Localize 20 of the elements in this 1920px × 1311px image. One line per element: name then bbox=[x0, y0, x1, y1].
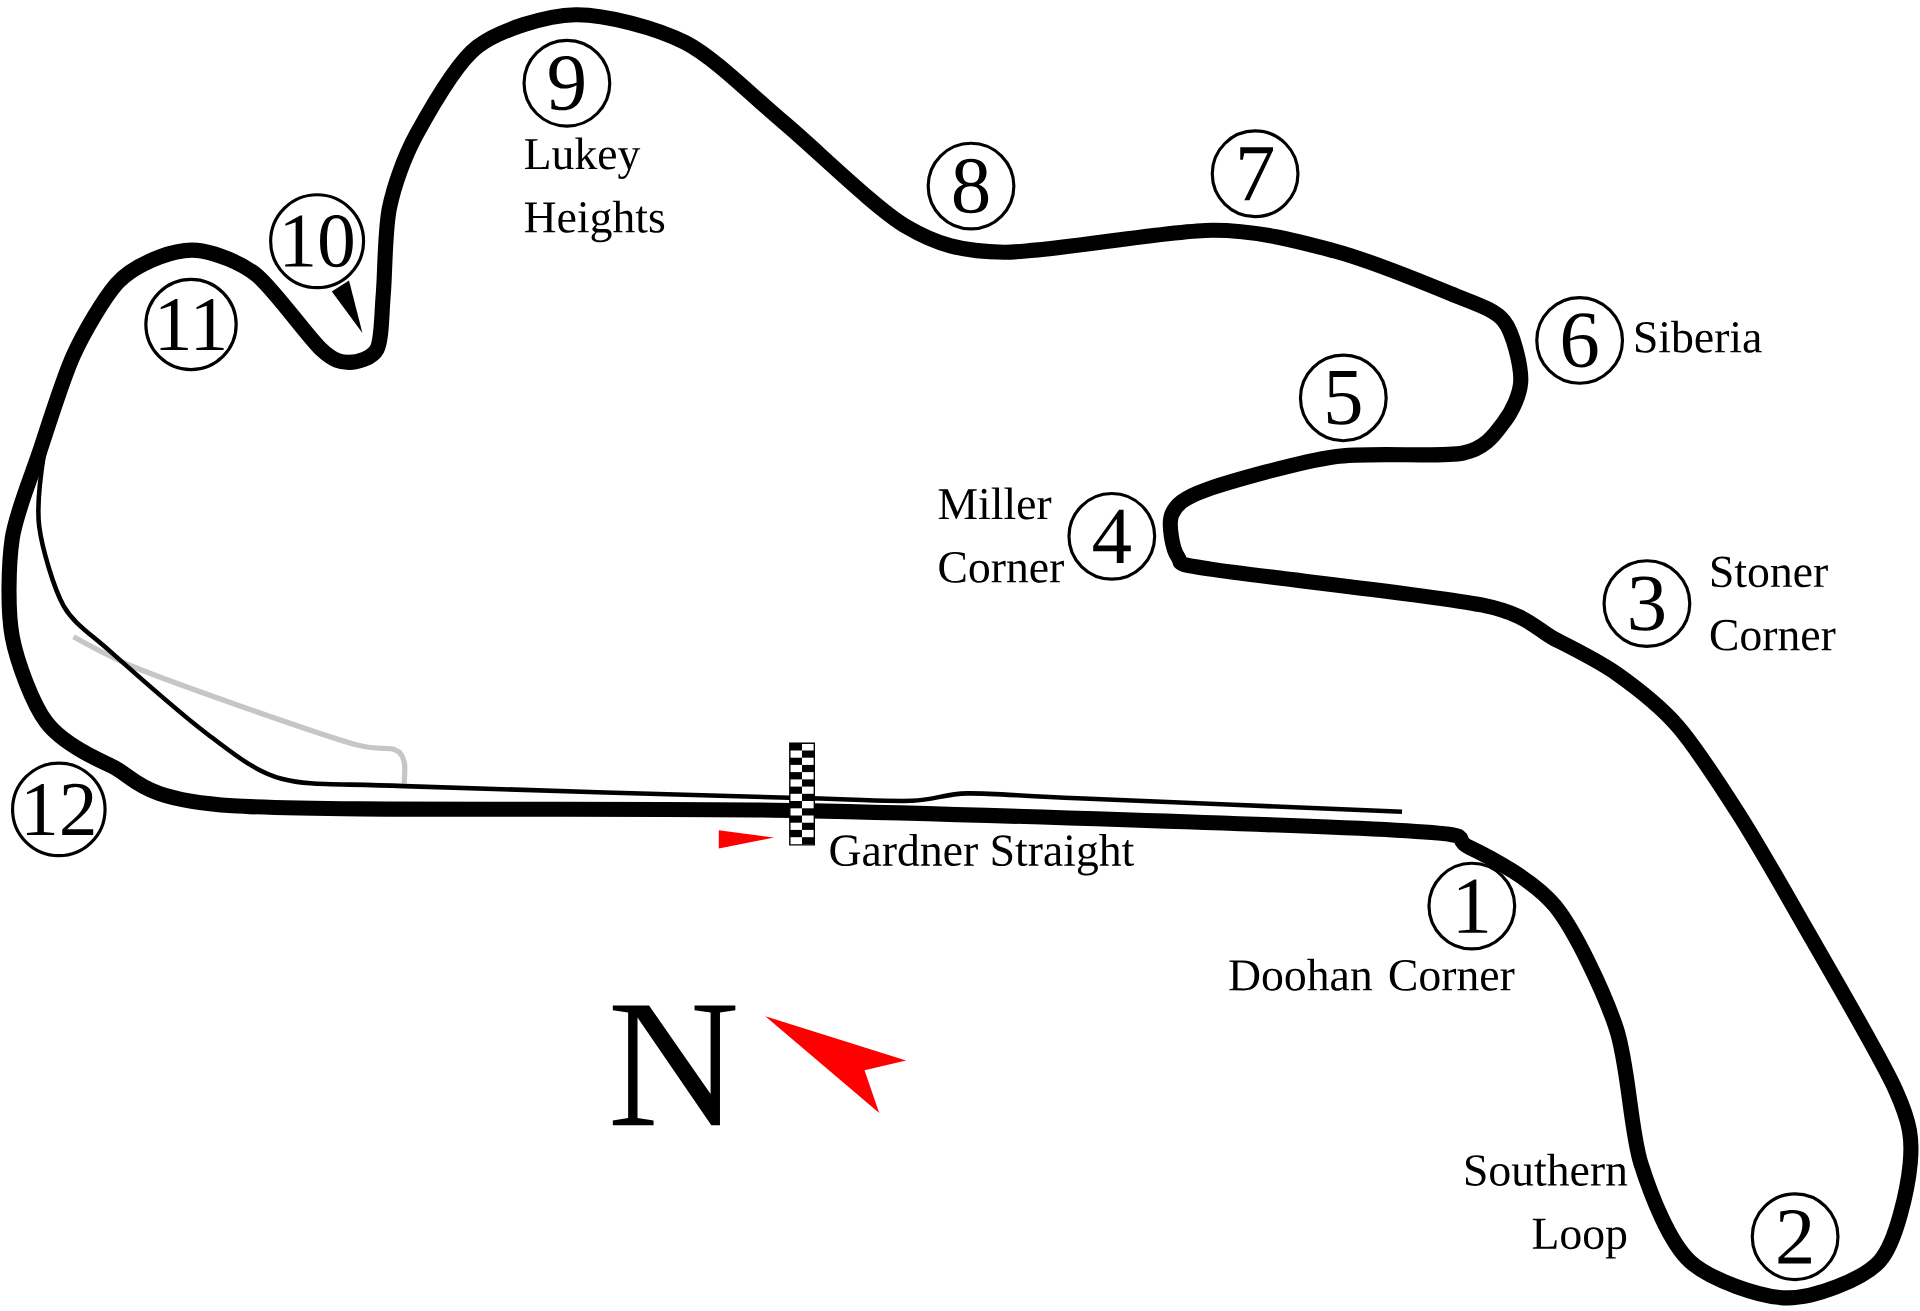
corner-number: 2 bbox=[1750, 1192, 1840, 1281]
corner-number: 11 bbox=[144, 277, 238, 372]
corner-number: 7 bbox=[1210, 129, 1300, 219]
corner-number: 12 bbox=[11, 761, 107, 858]
corner-name: Miller Corner bbox=[938, 487, 1064, 583]
corner-name: Southern Loop bbox=[1465, 1153, 1628, 1259]
corner-number: 10 bbox=[269, 192, 366, 290]
north-label: N bbox=[612, 1005, 736, 1125]
corner-number: 4 bbox=[1067, 491, 1157, 581]
straight-name: Gardner Straight bbox=[830, 833, 1134, 876]
corner-name: Siberia bbox=[1635, 320, 1762, 353]
corner-number: 8 bbox=[926, 141, 1016, 231]
corner-number: 9 bbox=[522, 38, 612, 128]
corner-name: Doohan Corner bbox=[1229, 958, 1515, 991]
corner-name: Lukey Heights bbox=[524, 137, 665, 242]
corner-number: 3 bbox=[1602, 558, 1692, 648]
corner-number: 1 bbox=[1427, 861, 1517, 951]
corner-name: Stoner Corner bbox=[1710, 556, 1836, 651]
corner-number: 5 bbox=[1298, 353, 1388, 443]
corner-number: 6 bbox=[1535, 295, 1625, 385]
